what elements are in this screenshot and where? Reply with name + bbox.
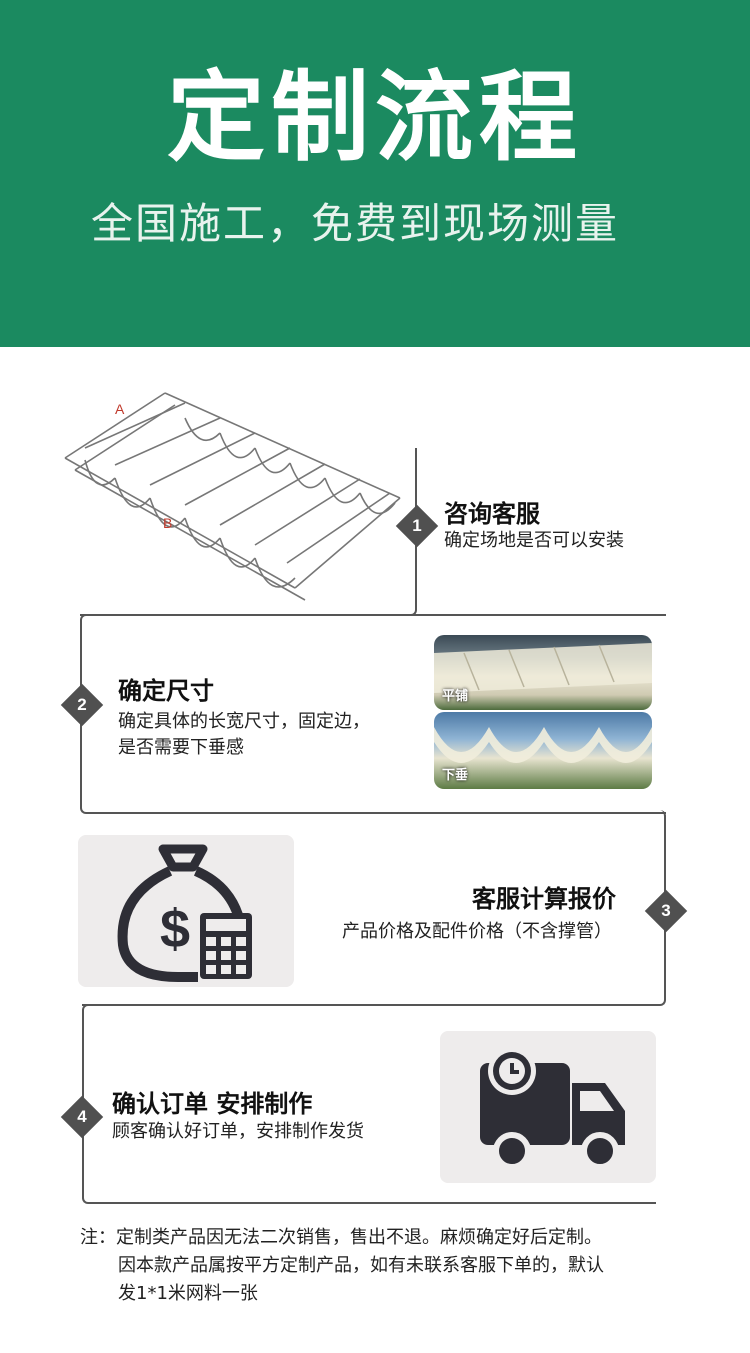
step-3-desc: 产品价格及配件价格（不含撑管） (342, 921, 612, 942)
page-title: 定制流程 (166, 61, 583, 175)
photo-hang-label: 下垂 (442, 768, 469, 783)
flat-canopy-fabric (434, 643, 652, 693)
step-2-number: 2 (77, 695, 87, 714)
step-2-title: 确定尺寸 (118, 677, 214, 705)
step-4-number: 4 (77, 1107, 87, 1126)
canopy-frame-diagram: A B (64, 392, 401, 601)
footnote-line-3: 发1*1米网料一张 (118, 1283, 258, 1304)
photo-flat-canopy: 平铺 (434, 635, 652, 710)
photo-flat-label: 平铺 (442, 689, 469, 704)
step-4-icon-box (440, 1031, 656, 1183)
step-2-desc-line2: 是否需要下垂感 (118, 737, 244, 758)
step-3-number: 3 (661, 901, 671, 920)
step-3-title: 客服计算报价 (472, 885, 616, 913)
footnote: 注：定制类产品因无法二次销售，售出不退。麻烦确定好后定制。 因本款产品属按平方定… (80, 1224, 704, 1308)
money-bag-calculator-icon: $ (117, 844, 252, 982)
step-4-desc: 顾客确认好订单，安排制作发货 (112, 1121, 364, 1142)
footnote-line-2: 因本款产品属按平方定制产品，如有未联系客服下单的，默认 (118, 1255, 604, 1276)
svg-text:$: $ (160, 899, 190, 959)
step-1-title: 咨询客服 (444, 500, 540, 528)
step-1-desc: 确定场地是否可以安装 (444, 530, 624, 551)
step-4-title: 确认订单 安排制作 (112, 1090, 313, 1118)
footnote-line-1: 注：定制类产品因无法二次销售，售出不退。麻烦确定好后定制。 (80, 1227, 602, 1248)
page-subtitle: 全国施工，免费到现场测量 (90, 199, 619, 248)
step-2-desc: 确定具体的长宽尺寸，固定边， 是否需要下垂感 (118, 709, 370, 761)
header-banner: 定制流程 全国施工，免费到现场测量 (0, 0, 750, 347)
photo-hanging-canopy: 下垂 (434, 712, 652, 789)
dimension-label-a: A (115, 401, 125, 417)
hanging-canopy-fabric (434, 727, 652, 763)
dimension-label-b: B (163, 515, 172, 531)
step-1-number: 1 (412, 516, 422, 535)
step-2-desc-line1: 确定具体的长宽尺寸，固定边， (118, 711, 370, 732)
step-3-icon-box: $ (78, 835, 294, 987)
delivery-truck-clock-icon (480, 1047, 625, 1170)
